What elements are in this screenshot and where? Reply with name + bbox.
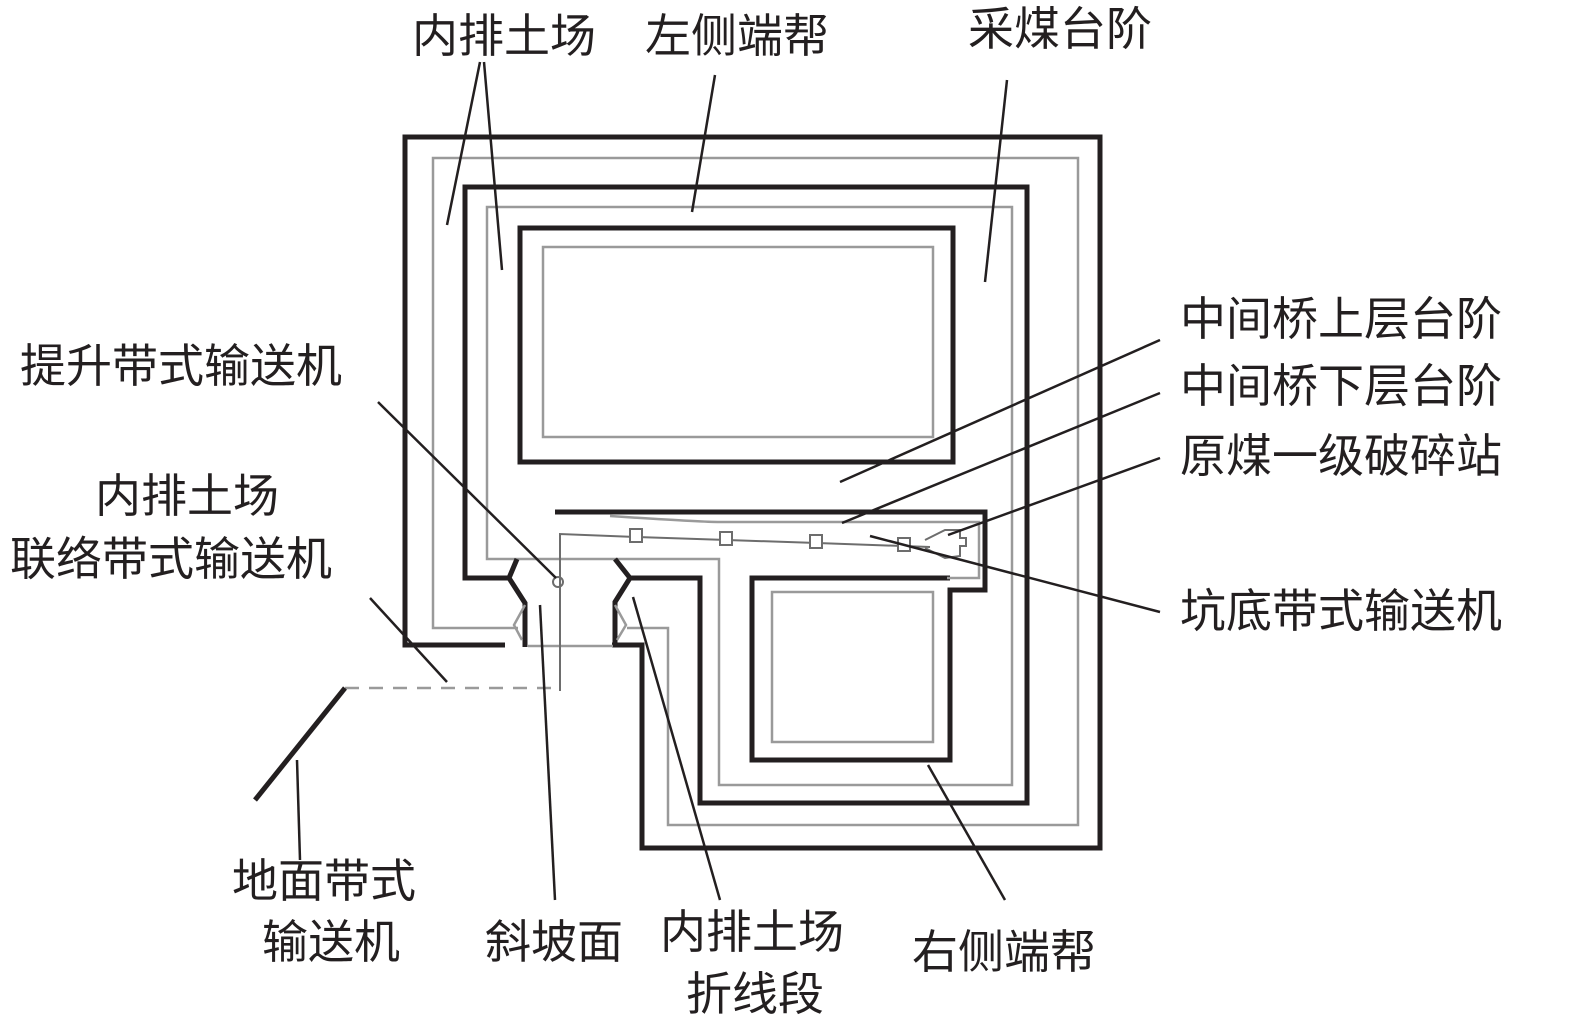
label-right-end-wall: 右侧端帮 — [912, 925, 1096, 979]
slope-right-chevron — [612, 557, 634, 647]
hoist-conveyor-head-icon — [552, 576, 564, 588]
label-dump-link-conveyor-2: 联络带式输送机 — [10, 532, 332, 586]
label-pit-bottom-conveyor: 坑底带式输送机 — [1180, 584, 1502, 638]
slope-left-chevron — [506, 558, 528, 647]
outer-pit-boundary — [402, 134, 1103, 851]
label-bridge-lower-bench: 中间桥下层台阶 — [1180, 359, 1502, 413]
transfer-box — [809, 534, 823, 549]
transfer-box — [719, 531, 733, 546]
leader-lines — [295, 61, 1161, 901]
coal-block-upper-inner — [541, 245, 935, 439]
label-hoist-conveyor: 提升带式输送机 — [20, 339, 342, 393]
coal-block-lower-inner — [770, 590, 935, 744]
coal-block-upper — [517, 225, 956, 465]
label-primary-crusher: 原煤一级破碎站 — [1180, 429, 1502, 483]
slope-gray-details — [512, 604, 628, 648]
transfer-box — [629, 528, 643, 543]
label-dump-link-conveyor-1: 内排土场 — [95, 469, 279, 523]
outer-gray-bench — [431, 156, 1080, 827]
label-ground-conveyor-1: 地面带式 — [232, 854, 416, 908]
crusher-icon — [924, 529, 967, 560]
label-dump-fold-1: 内排土场 — [660, 905, 844, 959]
conveyor-transfer-points — [629, 528, 911, 552]
bridge-lower-edge — [609, 514, 981, 580]
bridge-upper-edge — [555, 509, 988, 763]
label-dump-fold-2: 折线段 — [686, 967, 824, 1021]
second-boundary — [462, 184, 1030, 806]
label-dump-top: 内排土场 — [412, 9, 596, 63]
label-ground-conveyor-2: 输送机 — [262, 915, 400, 969]
label-left-end-wall: 左侧端帮 — [645, 9, 829, 63]
ground-conveyor-line — [253, 686, 347, 802]
label-bridge-upper-bench: 中间桥上层台阶 — [1180, 292, 1502, 346]
label-slope-face: 斜坡面 — [485, 915, 623, 969]
second-gray-bench — [485, 205, 1014, 787]
label-coal-bench: 采煤台阶 — [968, 2, 1152, 56]
pit-bottom-conveyor-line — [559, 532, 931, 691]
